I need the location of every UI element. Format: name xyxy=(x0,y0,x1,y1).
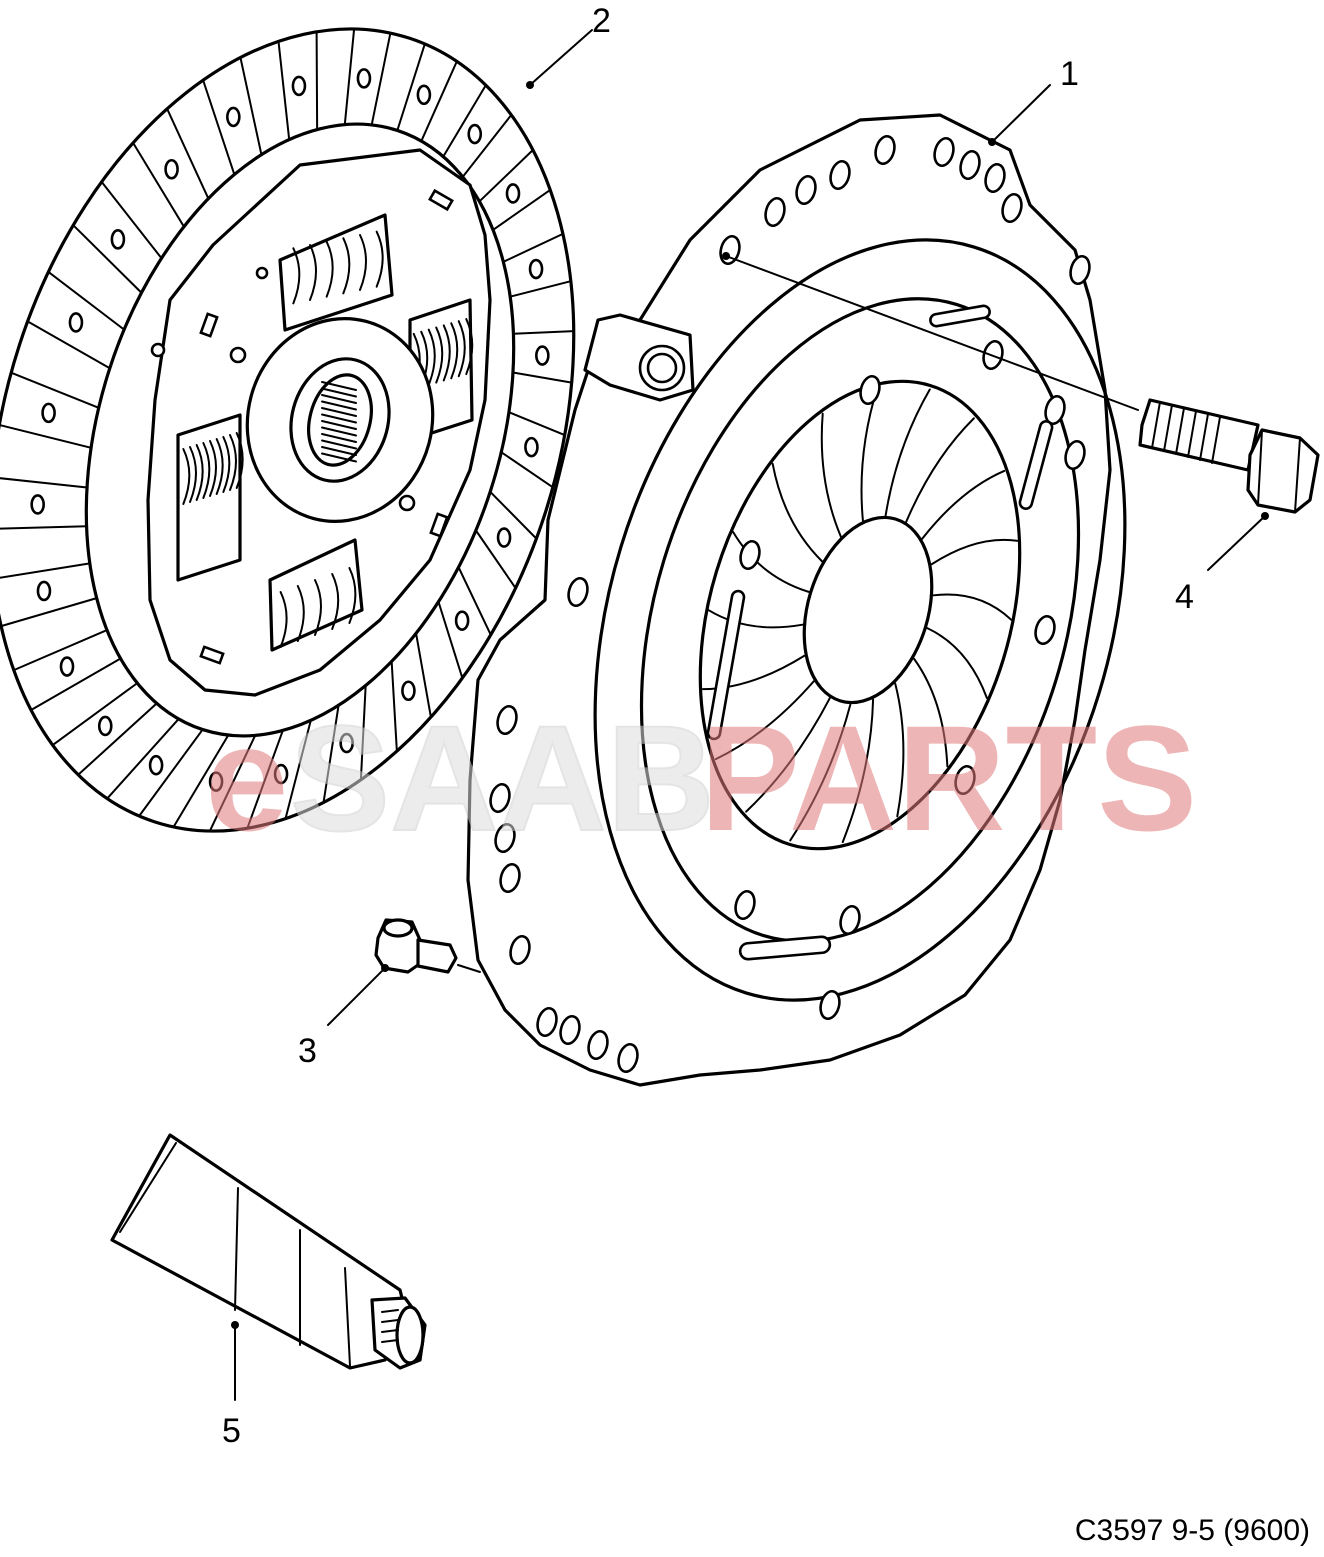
grease-tube xyxy=(110,1133,427,1370)
hex-bolt xyxy=(1138,398,1320,514)
clutch-disc xyxy=(0,27,576,833)
callout-3[interactable]: 3 xyxy=(298,1032,317,1070)
esaabparts-watermark: e SAAB PARTS xyxy=(205,693,1197,863)
watermark-prefix: e xyxy=(205,694,288,862)
pressure-plate xyxy=(466,113,1127,1087)
dowel-pin xyxy=(374,918,458,974)
friction-rays xyxy=(0,28,575,832)
watermark-mid: SAAB xyxy=(290,694,715,862)
callout-4[interactable]: 4 xyxy=(1175,578,1194,616)
leader-lines xyxy=(231,29,1269,1401)
callout-5[interactable]: 5 xyxy=(222,1412,241,1450)
watermark-suffix: PARTS xyxy=(700,694,1197,862)
diagram-reference-code: C3597 9-5 (9600) xyxy=(1075,1514,1310,1547)
damper-springs xyxy=(176,213,474,652)
callout-1[interactable]: 1 xyxy=(1060,55,1079,93)
callout-2[interactable]: 2 xyxy=(592,2,611,40)
friction-rivets xyxy=(30,68,550,792)
